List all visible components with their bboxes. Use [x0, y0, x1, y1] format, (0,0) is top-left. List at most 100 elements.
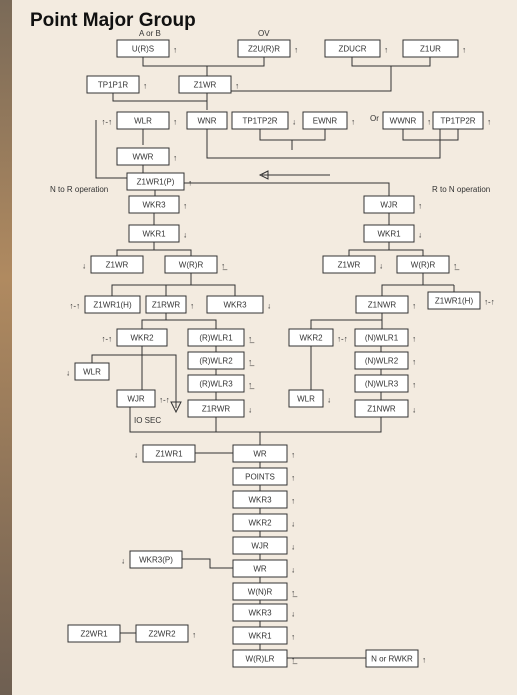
relay-label: WNR — [197, 117, 216, 126]
annotation-label: R to N operation — [432, 185, 490, 194]
relay-label: WWNR — [390, 117, 417, 126]
relay-node: WWR↑ — [116, 147, 177, 166]
relay-node: W(R)R↑̲ — [164, 255, 228, 274]
relay-node: Z1WR ↓ — [322, 255, 383, 274]
state-arrow-icon: ↑ — [412, 302, 416, 311]
state-arrow-icon: ↑ — [351, 118, 355, 127]
relay-box — [354, 374, 409, 393]
relay-node: W(N)R↑̲ — [232, 582, 298, 601]
relay-box — [116, 39, 170, 58]
relay-node: WJR↑-↑ — [116, 389, 170, 408]
state-arrow-icon: ↓ — [66, 369, 70, 378]
relay-label: WKR1 — [248, 632, 272, 641]
relay-label: WLR — [134, 117, 152, 126]
relay-label: N or RWKR — [371, 655, 413, 664]
relay-box — [186, 111, 228, 130]
relay-box — [232, 490, 288, 509]
state-arrow-icon: ↓ — [248, 406, 252, 415]
relay-label: POINTS — [245, 473, 275, 482]
state-arrow-icon: ↑̲ — [248, 358, 255, 367]
state-arrow-icon: ↓ — [121, 557, 125, 566]
relay-box — [129, 550, 183, 569]
state-arrow-icon: ↓ — [418, 231, 422, 240]
state-arrow-icon: ↓ — [292, 118, 296, 127]
annotation-label: Or — [370, 114, 379, 123]
state-arrow-icon: ↑ — [412, 381, 416, 390]
state-arrow-icon: ↑ — [412, 358, 416, 367]
relay-node: Z1RWR↑ — [145, 295, 194, 314]
relay-box — [354, 351, 409, 370]
relay-label: WKR3 — [248, 496, 272, 505]
relay-box — [116, 328, 168, 347]
relay-node: WKR3↑ — [232, 490, 295, 509]
relay-node: TP1P1R↑ — [86, 75, 147, 94]
relay-label: Z1WR — [106, 261, 129, 270]
relay-box — [302, 111, 348, 130]
annotation-label: A or B — [139, 29, 161, 38]
relay-label: Z1RWR — [152, 301, 181, 310]
state-arrow-icon: ↑ — [183, 202, 187, 211]
relay-label: (R)WLR3 — [199, 380, 233, 389]
relay-label: (N)WLR1 — [365, 334, 399, 343]
relay-label: WKR3 — [248, 609, 272, 618]
relay-label: WKR1 — [377, 230, 401, 239]
relay-node: U(R)S↑ — [116, 39, 177, 58]
relay-node: (R)WLR2 ↑̲ — [187, 351, 255, 370]
state-arrow-icon: ↑ — [291, 474, 295, 483]
relay-box — [237, 39, 291, 58]
relay-box — [232, 626, 288, 645]
relay-node: (N)WLR2↑ — [354, 351, 416, 370]
relay-label: U(R)S — [132, 45, 154, 54]
relay-node: Z1WR1(P)↑ — [126, 172, 192, 191]
relay-node: WJR↓ — [232, 536, 295, 555]
relay-label: EWNR — [313, 117, 338, 126]
state-arrow-icon: ↓ — [267, 302, 271, 311]
state-arrow-icon: ↑ — [422, 656, 426, 665]
relay-box — [232, 467, 288, 486]
state-arrow-icon: ↑̲ — [248, 381, 255, 390]
relay-node: Z1WR↓ — [82, 255, 144, 274]
connector-lines — [91, 57, 459, 659]
state-arrow-icon: ↓ — [379, 262, 383, 271]
relay-box — [187, 351, 245, 370]
relay-label: W(R)R — [411, 261, 436, 270]
relay-node: Z2WR2↑ — [135, 624, 196, 643]
relay-label: (R)WLR2 — [199, 357, 233, 366]
relay-label: WKR2 — [130, 334, 154, 343]
relay-node: WKR2↓ — [232, 513, 295, 532]
relay-node: W(R)LR↑̲ — [232, 649, 298, 668]
relay-label: Z1WR — [338, 261, 361, 270]
relay-box — [396, 255, 450, 274]
relay-label: Z1WR1(H) — [435, 297, 474, 306]
relay-box — [206, 295, 264, 314]
state-arrow-icon: ↓ — [412, 406, 416, 415]
relay-node: (N)WLR3↑ — [354, 374, 416, 393]
relay-box — [145, 295, 187, 314]
relay-node: Z1WR1↓ — [134, 444, 196, 463]
relay-node: WKR3↓ — [206, 295, 271, 314]
relay-box — [232, 536, 288, 555]
relay-node: Z1WR1(H)↑-↑ — [69, 295, 141, 314]
relay-box — [232, 649, 288, 668]
state-arrow-icon: ↑ — [427, 118, 431, 127]
relay-box — [232, 582, 288, 601]
relay-label: WKR2 — [248, 519, 272, 528]
relay-box — [187, 399, 245, 418]
relay-label: Z2WR2 — [148, 630, 176, 639]
state-arrow-icon: ↑-↑ — [101, 118, 112, 127]
relay-box — [354, 328, 409, 347]
relay-node: WKR1↑ — [232, 626, 295, 645]
relay-box — [232, 444, 288, 463]
relay-label: ZDUCR — [339, 45, 367, 54]
relay-label: Z2U(R)R — [248, 45, 280, 54]
relay-node: WR↑ — [232, 444, 295, 463]
relay-box — [232, 559, 288, 578]
state-arrow-icon: ↑ — [294, 46, 298, 55]
state-arrow-icon: ↑ — [188, 179, 192, 188]
relay-box — [288, 389, 324, 408]
state-arrow-icon: ↑ — [384, 46, 388, 55]
relay-box — [116, 389, 156, 408]
state-arrow-icon: ↓ — [183, 231, 187, 240]
